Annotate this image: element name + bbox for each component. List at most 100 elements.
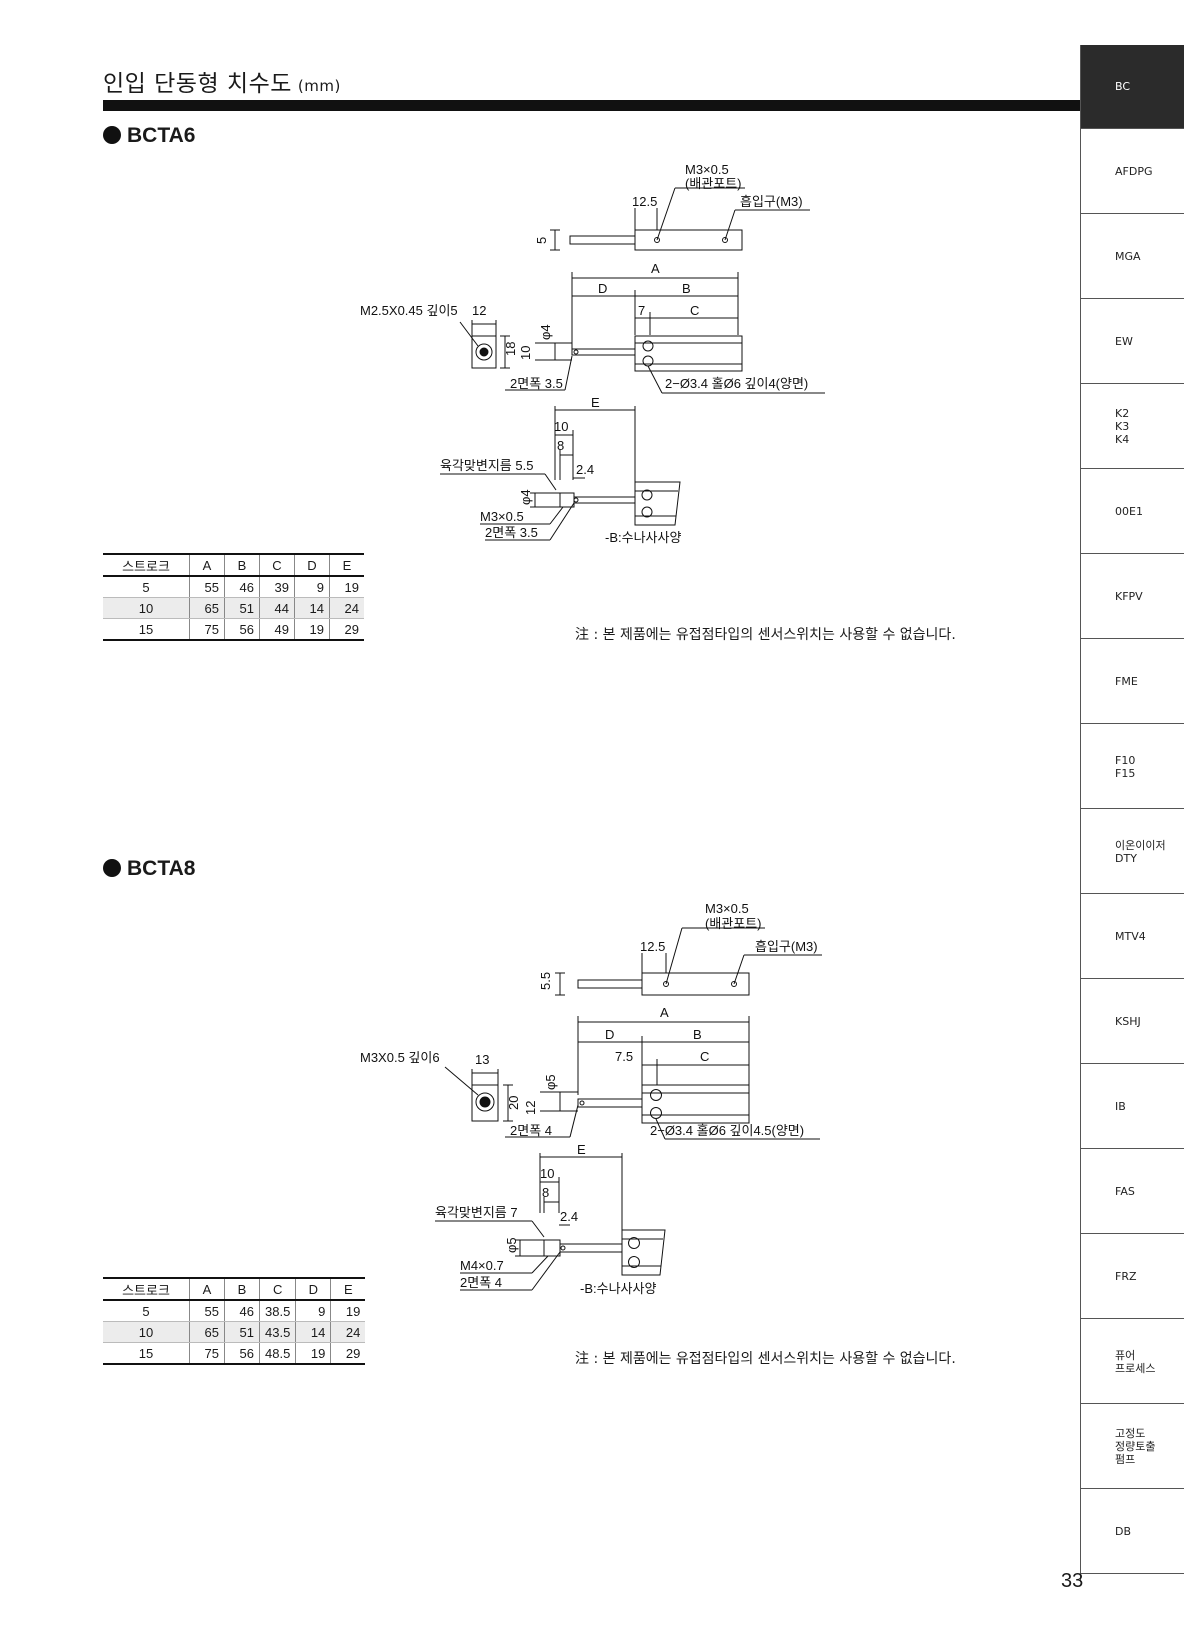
dim-label: M3×0.5	[705, 901, 749, 916]
table-header: C	[258, 1277, 296, 1301]
side-nav-item-fas[interactable]: FAS	[1081, 1150, 1184, 1234]
section-title-bcta6: BCTA6	[103, 124, 195, 148]
dim-label: B	[682, 281, 691, 296]
bullet-icon	[103, 126, 121, 144]
table-cell: 49	[259, 618, 295, 641]
dim-label: -B:수나사사양	[605, 530, 681, 545]
product-note: 注 : 본 제품에는 유접점타입의 센서스위치는 사용할 수 없습니다.	[575, 627, 956, 643]
dim-label: 13	[475, 1052, 489, 1067]
dim-label: φ5	[504, 1237, 519, 1253]
dim-label: C	[700, 1049, 709, 1064]
dim-label: D	[598, 281, 607, 296]
table-row: 5 55 46 38.5 9 19	[103, 1300, 366, 1322]
table-cell: 9	[295, 1300, 331, 1322]
table-cell: 19	[330, 1300, 366, 1322]
side-nav-item-pure-process[interactable]: 퓨어 프로세스	[1081, 1320, 1184, 1404]
table-cell: 65	[189, 1321, 225, 1343]
table-header: 스트로크	[103, 553, 190, 577]
side-nav-item-mga[interactable]: MGA	[1081, 215, 1184, 299]
table-header-row: 스트로크 A B C D E	[103, 553, 364, 577]
table-row: 10 65 51 44 14 24	[103, 597, 364, 619]
table-cell: 19	[295, 1342, 331, 1365]
table-header: D	[294, 553, 330, 577]
dim-label: D	[605, 1027, 614, 1042]
dim-label: 2면폭 3.5	[485, 525, 538, 540]
table-cell: 75	[189, 1342, 225, 1365]
dim-label: M3×0.5	[480, 509, 524, 524]
table-cell: 29	[330, 1342, 366, 1365]
table-cell: 24	[330, 1321, 366, 1343]
table-cell: 9	[294, 576, 330, 598]
table-cell: 43.5	[258, 1321, 296, 1343]
table-row: 10 65 51 43.5 14 24	[103, 1321, 366, 1343]
dim-label: A	[660, 1005, 669, 1020]
table-cell: 10	[103, 1321, 190, 1343]
dim-label: (배관포트)	[705, 916, 762, 931]
table-cell: 24	[329, 597, 364, 619]
table-header: B	[224, 1277, 260, 1301]
side-nav-item-k2-k3-k4[interactable]: K2 K3 K4	[1081, 385, 1184, 469]
side-nav-item-f10-f15[interactable]: F10 F15	[1081, 725, 1184, 809]
table-cell: 56	[224, 618, 260, 641]
dim-label: 8	[557, 438, 564, 453]
side-nav-item-metering-pump[interactable]: 고정도 정량토출 펌프	[1081, 1405, 1184, 1489]
page-number: 33	[1061, 1570, 1084, 1592]
dim-label: 12	[523, 1101, 538, 1115]
table-cell: 48.5	[258, 1342, 296, 1365]
side-nav-item-kshj[interactable]: KSHJ	[1081, 980, 1184, 1064]
dimension-table-bcta8: 스트로크 A B C D E 5 55 46 38.5 9 19 10 65 5…	[103, 1277, 366, 1365]
table-cell: 46	[224, 576, 260, 598]
side-nav-item-fme[interactable]: FME	[1081, 640, 1184, 724]
dim-label: 10	[540, 1166, 554, 1181]
side-nav-item-mtv4[interactable]: MTV4	[1081, 895, 1184, 979]
side-nav-item-frz[interactable]: FRZ	[1081, 1235, 1184, 1319]
side-nav-item-ib[interactable]: IB	[1081, 1065, 1184, 1149]
table-cell: 44	[259, 597, 295, 619]
dim-label: 12	[472, 303, 486, 318]
dim-label: 10	[518, 346, 533, 360]
table-cell: 10	[103, 597, 190, 619]
dim-label: φ4	[518, 489, 533, 505]
dim-label: M2.5X0.45 깊이5	[360, 303, 458, 318]
table-header: B	[224, 553, 260, 577]
side-nav-item-00e1[interactable]: 00E1	[1081, 470, 1184, 554]
table-cell: 15	[103, 618, 190, 641]
table-cell: 5	[103, 576, 190, 598]
page-title: 인입 단동형 치수도(mm)	[103, 71, 341, 97]
side-nav-item-afdpg[interactable]: AFDPG	[1081, 130, 1184, 214]
side-nav-item-bc[interactable]: BC	[1081, 45, 1184, 129]
dim-label: 2.4	[576, 462, 594, 477]
dim-label: 12.5	[632, 194, 657, 209]
dimension-table-bcta6: 스트로크 A B C D E 5 55 46 39 9 19 10 65 51 …	[103, 553, 364, 641]
dim-label: E	[577, 1142, 586, 1157]
table-cell: 51	[224, 1321, 260, 1343]
dim-label: B	[693, 1027, 702, 1042]
dim-label: 8	[542, 1185, 549, 1200]
table-cell: 65	[189, 597, 225, 619]
side-nav-item-ionizer-dty[interactable]: 이온이이저 DTY	[1081, 810, 1184, 894]
table-header: A	[189, 1277, 225, 1301]
side-nav-item-ew[interactable]: EW	[1081, 300, 1184, 384]
dim-label: 10	[554, 419, 568, 434]
dim-label: 20	[506, 1096, 521, 1110]
side-nav-item-db[interactable]: DB	[1081, 1490, 1184, 1574]
table-cell: 75	[189, 618, 225, 641]
table-cell: 56	[224, 1342, 260, 1365]
dim-label: (배관포트)	[685, 176, 742, 191]
drawing-bcta8: M3×0.5 (배관포트) 흡입구(M3) 12.5 5.5 A D B 7.5…	[360, 901, 822, 1296]
dim-label: M4×0.7	[460, 1258, 504, 1273]
dim-label: 2면폭 4	[460, 1275, 502, 1290]
table-cell: 29	[329, 618, 364, 641]
table-row: 15 75 56 48.5 19 29	[103, 1342, 366, 1365]
dim-label: 12.5	[640, 939, 665, 954]
table-cell: 14	[294, 597, 330, 619]
side-nav-item-kfpv[interactable]: KFPV	[1081, 555, 1184, 639]
table-header: A	[189, 553, 225, 577]
dim-label: 18	[503, 342, 518, 356]
product-note: 注 : 본 제품에는 유접점타입의 센서스위치는 사용할 수 없습니다.	[575, 1351, 956, 1367]
dim-label: -B:수나사사양	[580, 1281, 656, 1296]
table-cell: 39	[259, 576, 295, 598]
table-cell: 55	[189, 576, 225, 598]
dim-label: 2−Ø3.4 홀Ø6 깊이4(양면)	[665, 376, 808, 391]
dim-label: 2면폭 3.5	[510, 376, 563, 391]
